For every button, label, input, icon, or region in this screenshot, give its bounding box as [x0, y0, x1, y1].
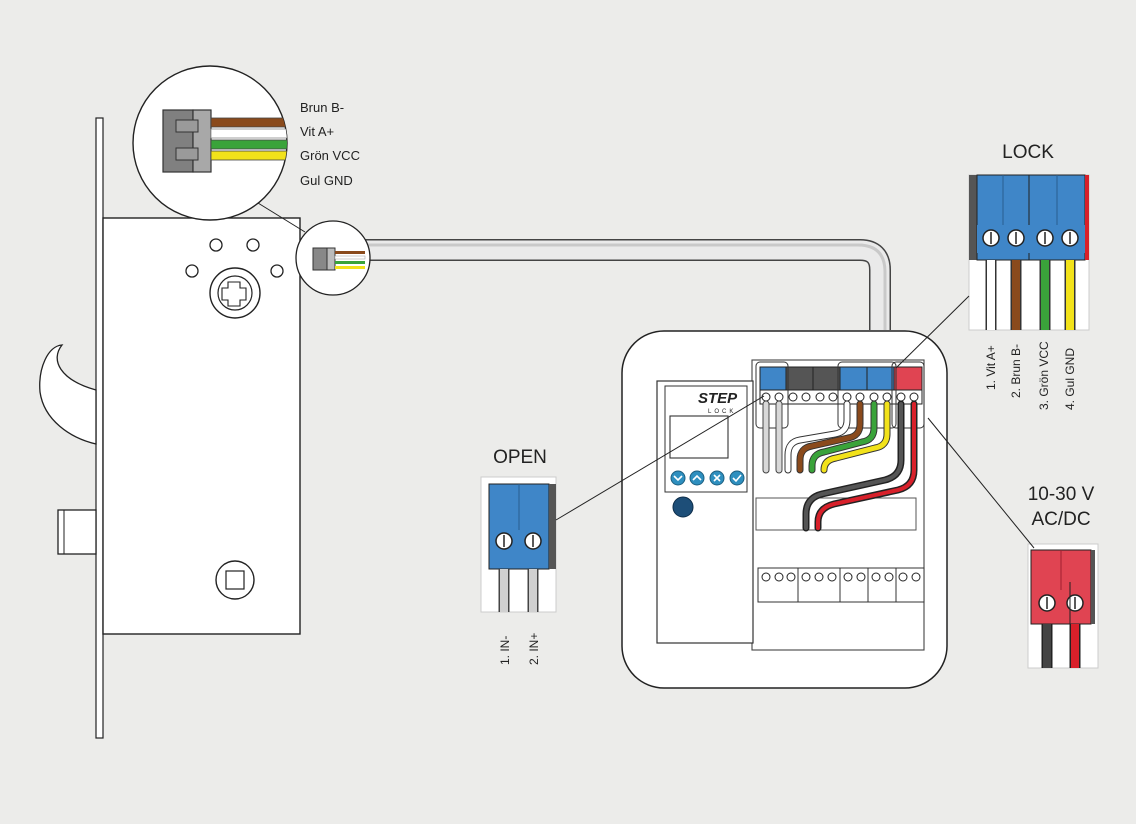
hook-bolt — [39, 344, 97, 445]
power-title-line1: 10-30 V — [1028, 484, 1095, 505]
open-leader-line — [555, 395, 765, 521]
power-leader-line — [927, 417, 1035, 549]
confirm-check-icon[interactable] — [729, 470, 745, 486]
lock-pin-3: 3. Grön VCC — [1037, 341, 1051, 410]
zoom-leader-line — [257, 202, 306, 233]
cancel-x-icon[interactable] — [709, 470, 725, 486]
bottom-terminal-strip — [757, 567, 925, 603]
open-title: OPEN — [493, 447, 547, 468]
lock-body — [39, 117, 301, 739]
lock-pin-2: 2. Brun B- — [1009, 344, 1023, 398]
legend-green: Grön VCC — [300, 148, 360, 163]
lock-faceplate — [95, 117, 104, 739]
connector-legend: Brun B- Vit A+ Grön VCC Gul GND — [300, 100, 360, 188]
lock-terminal-zoom — [968, 174, 1090, 331]
lock-case — [102, 217, 301, 635]
power-terminal-zoom — [1027, 543, 1099, 669]
lock-title: LOCK — [1002, 142, 1054, 163]
open-pin-labels: 1. IN- 2. IN+ — [498, 633, 541, 665]
lock-pin-1: 1. Vit A+ — [984, 345, 998, 390]
brand-subtitle: LOCK — [708, 409, 736, 415]
legend-white: Vit A+ — [300, 124, 334, 139]
lock-leader-line — [895, 295, 970, 369]
controller-enclosure: STEP LOCK — [621, 330, 948, 689]
open-pin-1: 1. IN- — [498, 636, 512, 665]
legend-yellow: Gul GND — [300, 173, 353, 188]
connector-zoom — [132, 65, 288, 221]
down-chevron-icon[interactable] — [670, 470, 686, 486]
top-terminal-strip — [755, 361, 925, 429]
status-led — [672, 496, 694, 518]
lock-pin-4: 4. Gul GND — [1063, 348, 1077, 410]
internal-wires — [762, 400, 918, 532]
keypad — [670, 470, 745, 486]
lock-cable — [365, 239, 891, 330]
legend-brown: Brun B- — [300, 100, 344, 115]
up-chevron-icon[interactable] — [689, 470, 705, 486]
brand-logo: STEP — [698, 390, 738, 407]
open-terminal-zoom — [480, 476, 557, 613]
open-pin-2: 2. IN+ — [527, 633, 541, 665]
lock-connector-small — [295, 220, 371, 296]
power-title-line2: AC/DC — [1031, 509, 1090, 530]
lock-pin-labels: 1. Vit A+ 2. Brun B- 3. Grön VCC 4. Gul … — [984, 341, 1077, 410]
